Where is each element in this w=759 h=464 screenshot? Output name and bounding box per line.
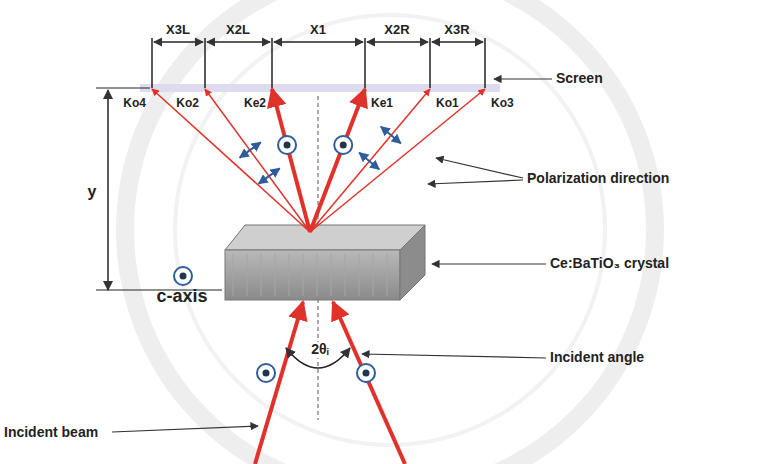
c-axis-symbol-dot xyxy=(180,273,187,280)
beam-label: Ko3 xyxy=(491,97,514,110)
dimension-tick xyxy=(271,38,273,88)
dimension-tick xyxy=(204,38,206,88)
screen-bar xyxy=(140,84,500,92)
polarization-out-of-plane xyxy=(257,364,275,382)
dimension-tick xyxy=(364,38,366,88)
beam-label: Ko1 xyxy=(436,97,459,110)
incident-beam xyxy=(255,302,303,464)
polarization-arrow xyxy=(240,142,261,157)
dimension-tick xyxy=(96,88,150,89)
ordinary-beam xyxy=(310,89,430,232)
polarization-out-of-plane xyxy=(334,136,352,154)
height-label: y xyxy=(88,183,97,201)
polarization-out-of-plane xyxy=(357,364,375,382)
height-dimension xyxy=(107,90,109,290)
leader-line xyxy=(432,263,546,264)
polarization-arrow xyxy=(259,168,280,183)
watermark-seal xyxy=(125,0,655,464)
dimension-tick xyxy=(151,38,153,88)
ordinary-beam xyxy=(152,89,310,232)
beam-label: Ko4 xyxy=(123,97,146,110)
part-label: Incident beam xyxy=(4,425,98,440)
dimension-line xyxy=(274,41,363,42)
leader-line xyxy=(436,158,523,178)
beam-label: Ke2 xyxy=(244,97,266,110)
polarization-out-of-plane xyxy=(278,136,296,154)
extraordinary-beam xyxy=(310,89,365,232)
dimension-line xyxy=(367,41,428,42)
polarization-arrow xyxy=(381,127,401,144)
axis-label: c-axis xyxy=(156,287,207,307)
watermark-ring xyxy=(175,15,605,445)
polarization-out-of-plane-dot xyxy=(363,370,370,377)
leader-line xyxy=(428,180,523,184)
dimension-label: X1 xyxy=(310,23,326,37)
part-label: Polarization direction xyxy=(527,171,669,186)
c-axis-symbol xyxy=(174,267,192,285)
dimension-line xyxy=(154,41,203,42)
leader-line xyxy=(362,354,546,358)
beam-label: Ko2 xyxy=(176,97,199,110)
polarization-out-of-plane-dot xyxy=(340,142,347,149)
angle-label: 2θᵢ xyxy=(309,342,330,357)
part-label: Ce:BaTiO₃ crystal xyxy=(550,256,669,271)
dimension-tick xyxy=(484,38,486,88)
leader-line xyxy=(494,78,552,79)
polarization-arrow xyxy=(359,153,379,170)
dimension-tick xyxy=(429,38,431,88)
polarization-out-of-plane-dot xyxy=(263,370,270,377)
ordinary-beam xyxy=(205,89,310,232)
polarization-out-of-plane-dot xyxy=(284,142,291,149)
dimension-label: X2R xyxy=(384,23,409,37)
leader-line xyxy=(112,426,258,432)
crystal xyxy=(225,225,425,300)
beam-label: Ke1 xyxy=(371,97,393,110)
ordinary-beam xyxy=(310,89,485,232)
dimension-label: X2L xyxy=(226,23,250,37)
dimension-line xyxy=(207,41,270,42)
incident-beam xyxy=(333,302,405,464)
dimension-label: X3L xyxy=(166,23,190,37)
part-label: Incident angle xyxy=(550,350,644,365)
screen-label: Screen xyxy=(556,71,603,86)
extraordinary-beam xyxy=(272,89,310,232)
dimension-label: X3R xyxy=(444,23,469,37)
dimension-line xyxy=(432,41,483,42)
